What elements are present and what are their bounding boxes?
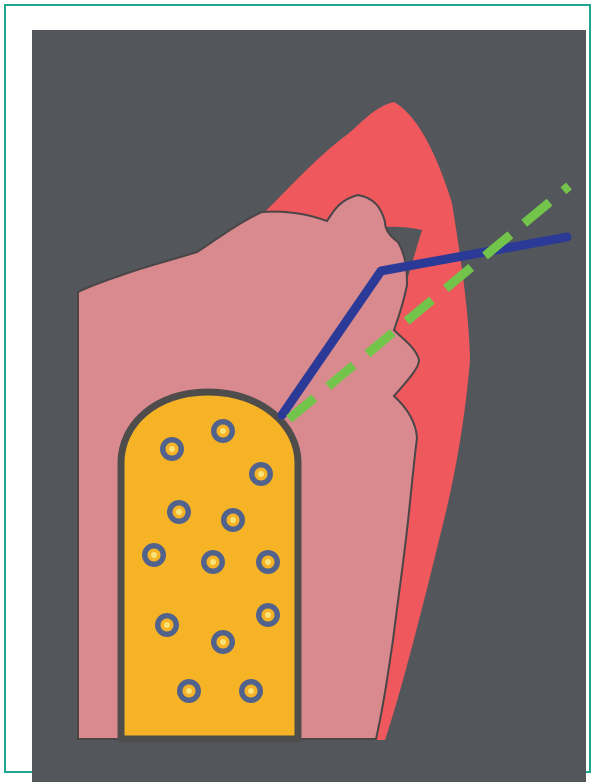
implant-dot (256, 603, 280, 627)
implant-dot (249, 462, 273, 486)
implant-dot (160, 437, 184, 461)
implant-dot (221, 508, 245, 532)
implant-dot (211, 419, 235, 443)
implant-dot (167, 500, 191, 524)
figure-frame (4, 4, 591, 773)
implant-dot (239, 679, 263, 703)
implant-dot (201, 550, 225, 574)
implant-dot (155, 613, 179, 637)
diagram-canvas (32, 30, 586, 782)
implant-dot (256, 550, 280, 574)
implant-dot (211, 630, 235, 654)
implant-dot (142, 543, 166, 567)
implant-dot (177, 679, 201, 703)
